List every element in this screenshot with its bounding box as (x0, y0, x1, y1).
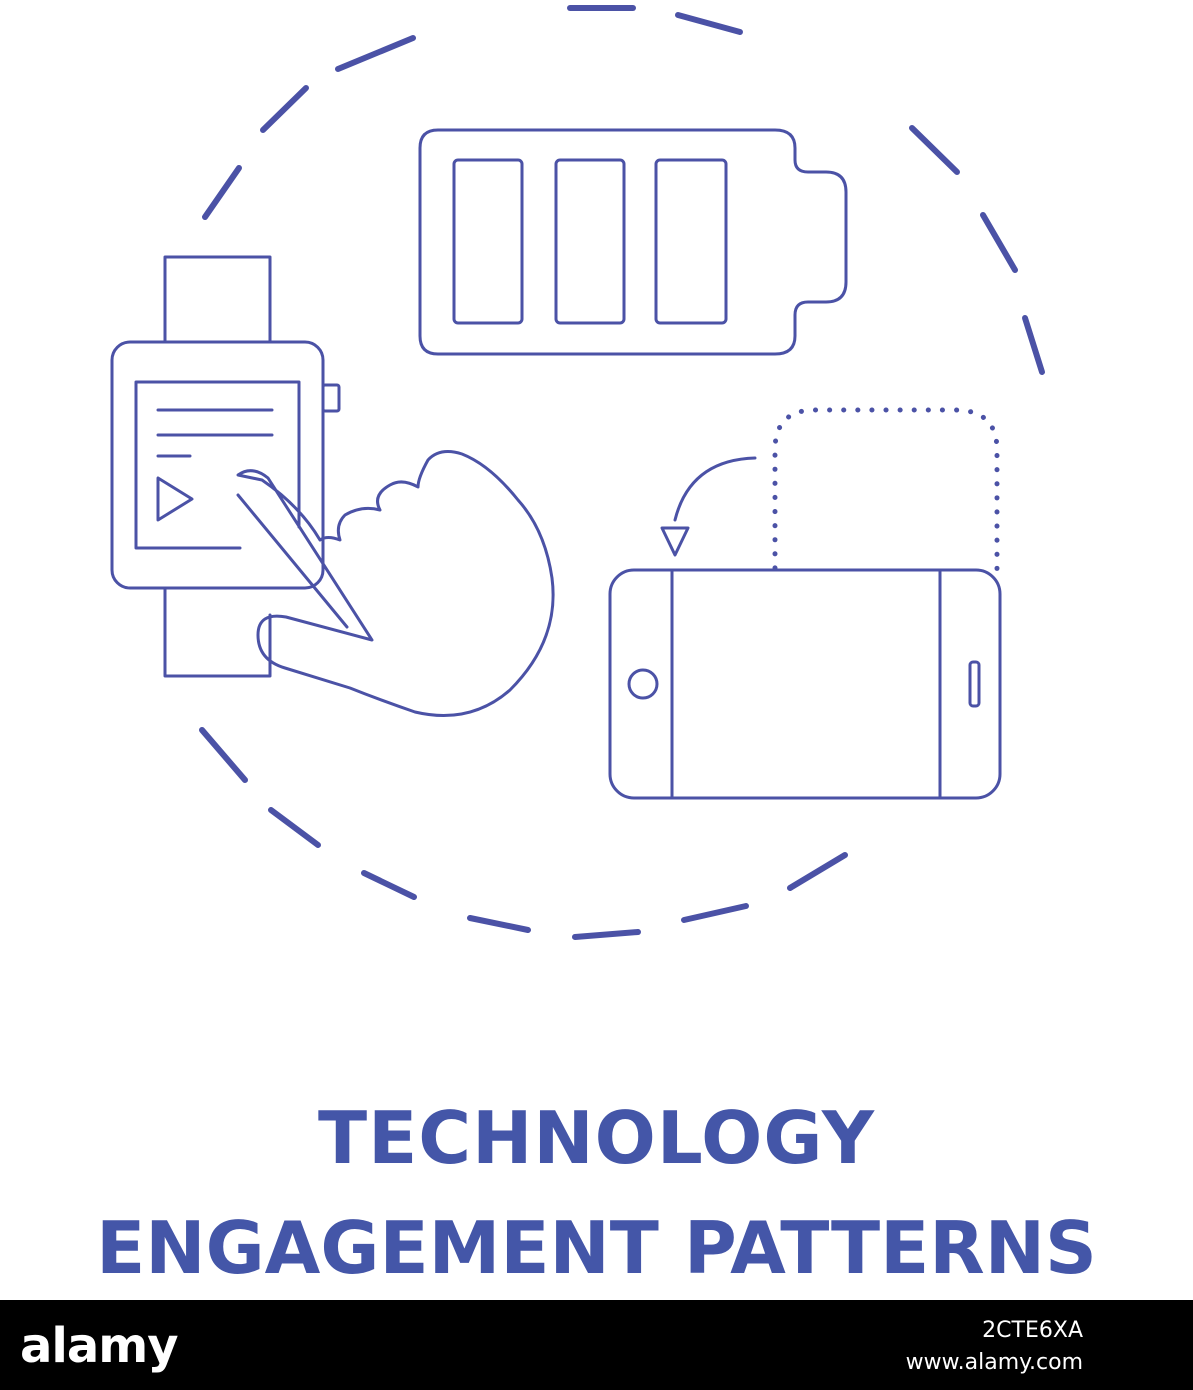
image-id: 2CTE6XA (982, 1318, 1083, 1343)
stock-footer: alamy 2CTE6XA www.alamy.com (0, 1300, 1193, 1390)
alamy-logo: alamy (20, 1318, 179, 1374)
battery-icon (418, 128, 848, 356)
smartphone-rotate-icon (608, 407, 1002, 800)
title-line-1: TECHNOLOGY (317, 1096, 876, 1180)
dashed-circle (199, 5, 1045, 940)
hand-pointing-icon (236, 450, 555, 718)
stock-url: www.alamy.com (905, 1350, 1083, 1375)
title-line-2: ENGAGEMENT PATTERNS (96, 1206, 1097, 1290)
concept-illustration (110, 5, 1045, 940)
smartwatch-icon (110, 255, 341, 678)
